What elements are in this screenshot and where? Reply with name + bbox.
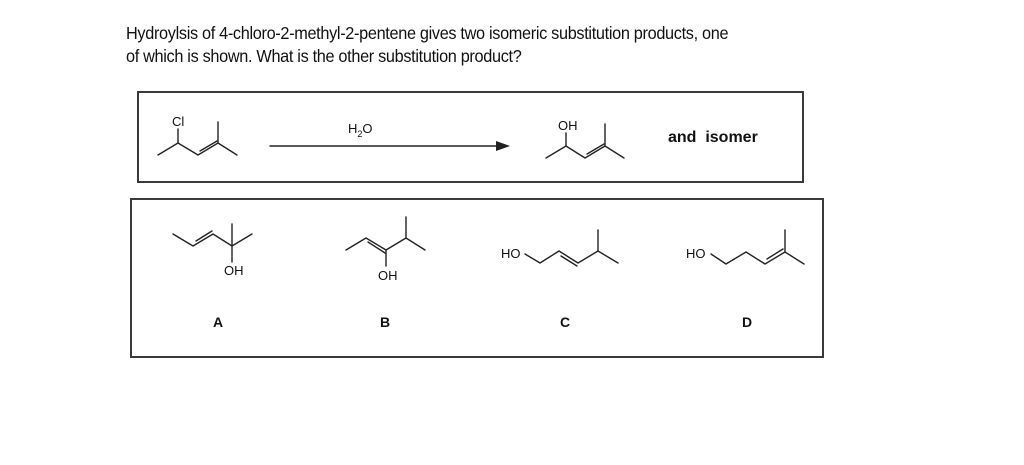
question-line-1: Hydroylsis of 4-chloro-2-methyl-2-penten… [126, 23, 729, 43]
reagent-label: H2O [348, 121, 373, 139]
choice-d-ho-label: HO [686, 246, 706, 261]
choice-b-oh-label: OH [378, 268, 398, 283]
question-text: Hydroylsis of 4-chloro-2-methyl-2-penten… [126, 22, 889, 68]
product-structure: OH [545, 118, 625, 159]
answer-choices-box [130, 198, 824, 358]
product-oh-label: OH [558, 118, 578, 133]
choice-b-label[interactable]: B [380, 314, 390, 330]
choice-a-label[interactable]: A [213, 314, 223, 330]
choice-d-label[interactable]: D [742, 314, 752, 330]
reactant-structure: Cl [157, 114, 238, 156]
arrowhead-icon [496, 141, 510, 151]
reactant-cl-label: Cl [172, 114, 184, 129]
choice-c-ho-label: HO [501, 246, 521, 261]
and-isomer-text: and isomer [668, 129, 758, 146]
choice-a-oh-label: OH [224, 263, 244, 278]
reaction-arrow: H2O [269, 121, 510, 151]
question-line-2: of which is shown. What is the other sub… [126, 46, 522, 66]
choice-c[interactable]: HO C [501, 229, 619, 330]
choice-a[interactable]: OH A [172, 223, 253, 330]
reaction-scheme-box [137, 91, 804, 183]
choice-d[interactable]: HO D [686, 229, 805, 330]
choice-b[interactable]: OH B [345, 216, 426, 330]
choice-c-label[interactable]: C [560, 314, 570, 330]
